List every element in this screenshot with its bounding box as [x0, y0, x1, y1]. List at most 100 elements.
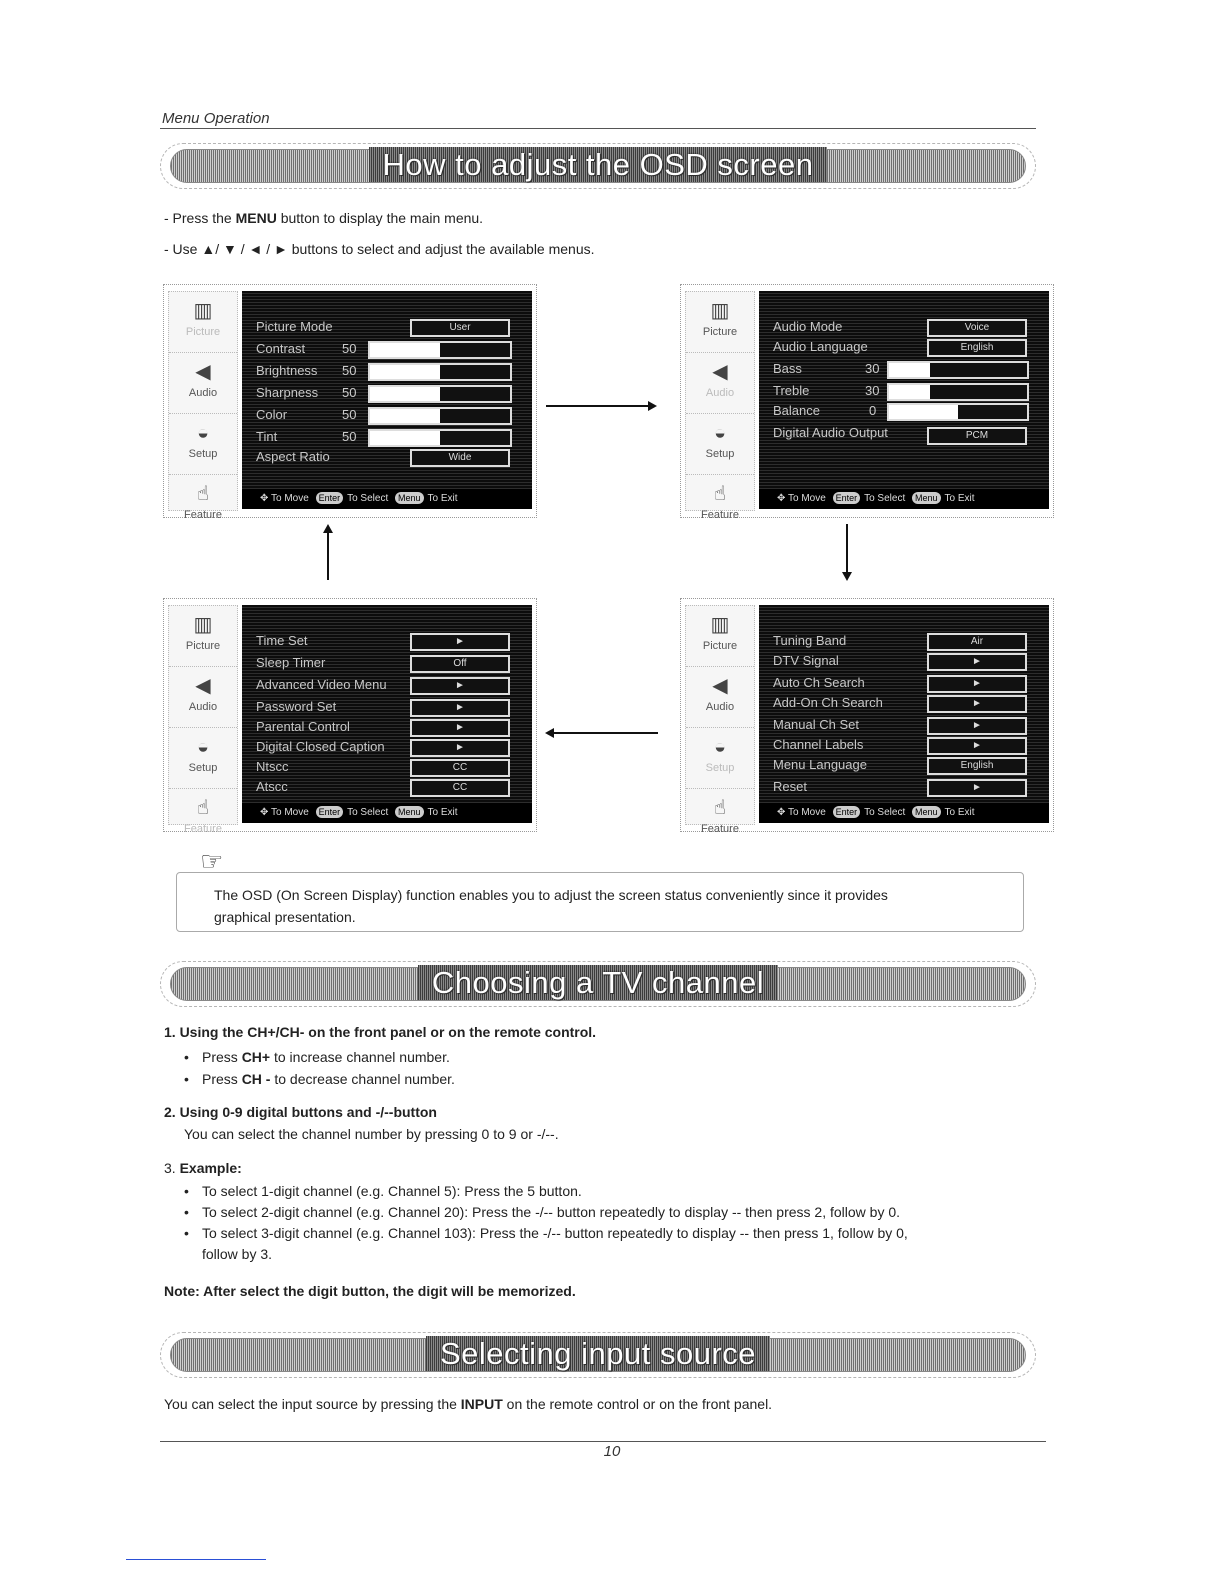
menu-item-digital-closed-caption[interactable]: Digital Closed Caption — [256, 739, 385, 754]
menu-item-channel-labels[interactable]: Channel Labels — [773, 737, 864, 752]
speaker-icon: ◀︎ — [712, 361, 728, 383]
menu-item-menu-language[interactable]: Menu Language — [773, 757, 867, 772]
color-slider[interactable] — [368, 407, 512, 425]
reset-value[interactable]: ► — [927, 779, 1027, 797]
dtv-signal-value[interactable]: ► — [927, 653, 1027, 671]
sidebar-item-picture[interactable]: ▥Picture — [686, 612, 754, 667]
sharpness-slider[interactable] — [368, 385, 512, 403]
osd-section-title: How to adjust the OSD screen — [368, 147, 828, 182]
digital-audio-output-value[interactable]: PCM — [927, 427, 1027, 445]
menu-language-value[interactable]: English — [927, 757, 1027, 775]
list-item: To select 3-digit channel (e.g. Channel … — [184, 1223, 1034, 1265]
menu-item-add-on-ch-search[interactable]: Add-On Ch Search — [773, 695, 883, 710]
audio-language-value[interactable]: English — [927, 339, 1027, 357]
sidebar-item-feature[interactable]: ☝Feature — [701, 797, 739, 835]
audio-mode-value[interactable]: Voice — [927, 319, 1027, 337]
hand-icon: ☝ — [196, 483, 210, 505]
balance-slider[interactable] — [887, 403, 1029, 421]
menu-item-audio-mode[interactable]: Audio Mode — [773, 319, 843, 334]
manual-ch-set-value[interactable]: ► — [927, 717, 1027, 735]
sidebar-item-audio[interactable]: ◀︎Audio — [169, 673, 237, 728]
sidebar-item-audio[interactable]: ◀︎Audio — [686, 359, 754, 414]
sidebar-item-audio[interactable]: ◀︎Audio — [686, 673, 754, 728]
bass-slider[interactable] — [887, 361, 1029, 379]
menu-item-reset[interactable]: Reset — [773, 779, 807, 794]
sidebar-item-feature[interactable]: ☝Feature — [701, 483, 739, 521]
channel-labels-value[interactable]: ► — [927, 737, 1027, 755]
time-set-value[interactable]: ► — [410, 633, 510, 651]
sidebar-item-audio[interactable]: ◀︎Audio — [169, 359, 237, 414]
ntscc-value[interactable]: CC — [410, 759, 510, 777]
menu-item-advanced-video[interactable]: Advanced Video Menu — [256, 677, 387, 692]
channel-examples: To select 1-digit channel (e.g. Channel … — [184, 1181, 1034, 1265]
auto-ch-search-value[interactable]: ► — [927, 675, 1027, 693]
menu-item-ntscc[interactable]: Ntscc — [256, 759, 289, 774]
sidebar-item-feature[interactable]: ☝Feature — [184, 797, 222, 835]
osd-instruction-1: - Press the MENU button to display the m… — [164, 210, 484, 226]
speaker-icon: ◀︎ — [712, 675, 728, 697]
menu-sidebar: ▥Picture ◀︎Audio ◒Setup ☝Feature — [685, 291, 755, 521]
sidebar-item-picture[interactable]: ▥Picture — [686, 298, 754, 353]
channel-heading-3: 3. Example: — [164, 1160, 242, 1176]
tint-slider[interactable] — [368, 429, 512, 447]
sidebar-item-feature[interactable]: ☝Feature — [184, 483, 222, 521]
digital-closed-caption-value[interactable]: ► — [410, 739, 510, 757]
menu-item-dtv-signal[interactable]: DTV Signal — [773, 653, 839, 668]
sleep-timer-value[interactable]: Off — [410, 655, 510, 673]
add-on-ch-search-value[interactable]: ► — [927, 695, 1027, 713]
list-item: To select 2-digit channel (e.g. Channel … — [184, 1202, 1034, 1223]
menu-item-parental-control[interactable]: Parental Control — [256, 719, 350, 734]
password-set-value[interactable]: ► — [410, 699, 510, 717]
menu-item-digital-audio-output[interactable]: Digital Audio Output — [773, 425, 888, 440]
channel-paragraph-2: You can select the channel number by pre… — [184, 1126, 559, 1142]
atscc-value[interactable]: CC — [410, 779, 510, 797]
menu-item-password-set[interactable]: Password Set — [256, 699, 337, 714]
channel-note: Note: After select the digit button, the… — [164, 1283, 576, 1299]
enter-key: Enter — [832, 492, 861, 504]
tv-icon: ▥ — [710, 614, 730, 636]
menu-item-tuning-band[interactable]: Tuning Band — [773, 633, 847, 648]
sidebar-item-setup[interactable]: ◒Setup — [169, 734, 237, 789]
speaker-icon: ◀︎ — [195, 361, 211, 383]
menu-item-sleep-timer[interactable]: Sleep Timer — [256, 655, 326, 670]
enter-key: Enter — [315, 806, 344, 818]
move-arrows-icon: ✥ — [260, 493, 269, 504]
sidebar-item-picture[interactable]: ▥Picture — [169, 298, 237, 353]
tv-icon: ▥ — [193, 614, 213, 636]
treble-slider[interactable] — [887, 383, 1029, 401]
menu-item-auto-ch-search[interactable]: Auto Ch Search — [773, 675, 865, 690]
tv-icon: ▥ — [710, 300, 730, 322]
input-paragraph: You can select the input source by press… — [164, 1396, 773, 1412]
brightness-slider[interactable] — [368, 363, 512, 381]
sidebar-item-setup[interactable]: ◒Setup — [686, 734, 754, 789]
menu-item-audio-language[interactable]: Audio Language — [773, 339, 868, 354]
advanced-video-value[interactable]: ► — [410, 677, 510, 695]
sidebar-item-setup[interactable]: ◒Setup — [169, 420, 237, 475]
sidebar-item-picture[interactable]: ▥Picture — [169, 612, 237, 667]
menu-item-manual-ch-set[interactable]: Manual Ch Set — [773, 717, 859, 732]
menu-key: Menu — [395, 492, 424, 504]
input-section-banner: Selecting input source — [160, 1332, 1036, 1378]
menu-item-atscc[interactable]: Atscc — [256, 779, 288, 794]
aspect-ratio-value[interactable]: Wide — [410, 449, 510, 467]
move-arrows-icon: ✥ — [777, 493, 786, 504]
menu-item-aspect-ratio[interactable]: Aspect Ratio — [256, 449, 330, 464]
menu-item-picture-mode[interactable]: Picture Mode — [256, 319, 333, 334]
contrast-slider[interactable] — [368, 341, 512, 359]
tuning-band-value[interactable]: Air — [927, 633, 1027, 651]
parental-control-value[interactable]: ► — [410, 719, 510, 737]
osd-section-banner: How to adjust the OSD screen — [160, 143, 1036, 189]
picture-mode-value[interactable]: User — [410, 319, 510, 337]
sidebar-item-setup[interactable]: ◒Setup — [686, 420, 754, 475]
menu-item-time-set[interactable]: Time Set — [256, 633, 308, 648]
